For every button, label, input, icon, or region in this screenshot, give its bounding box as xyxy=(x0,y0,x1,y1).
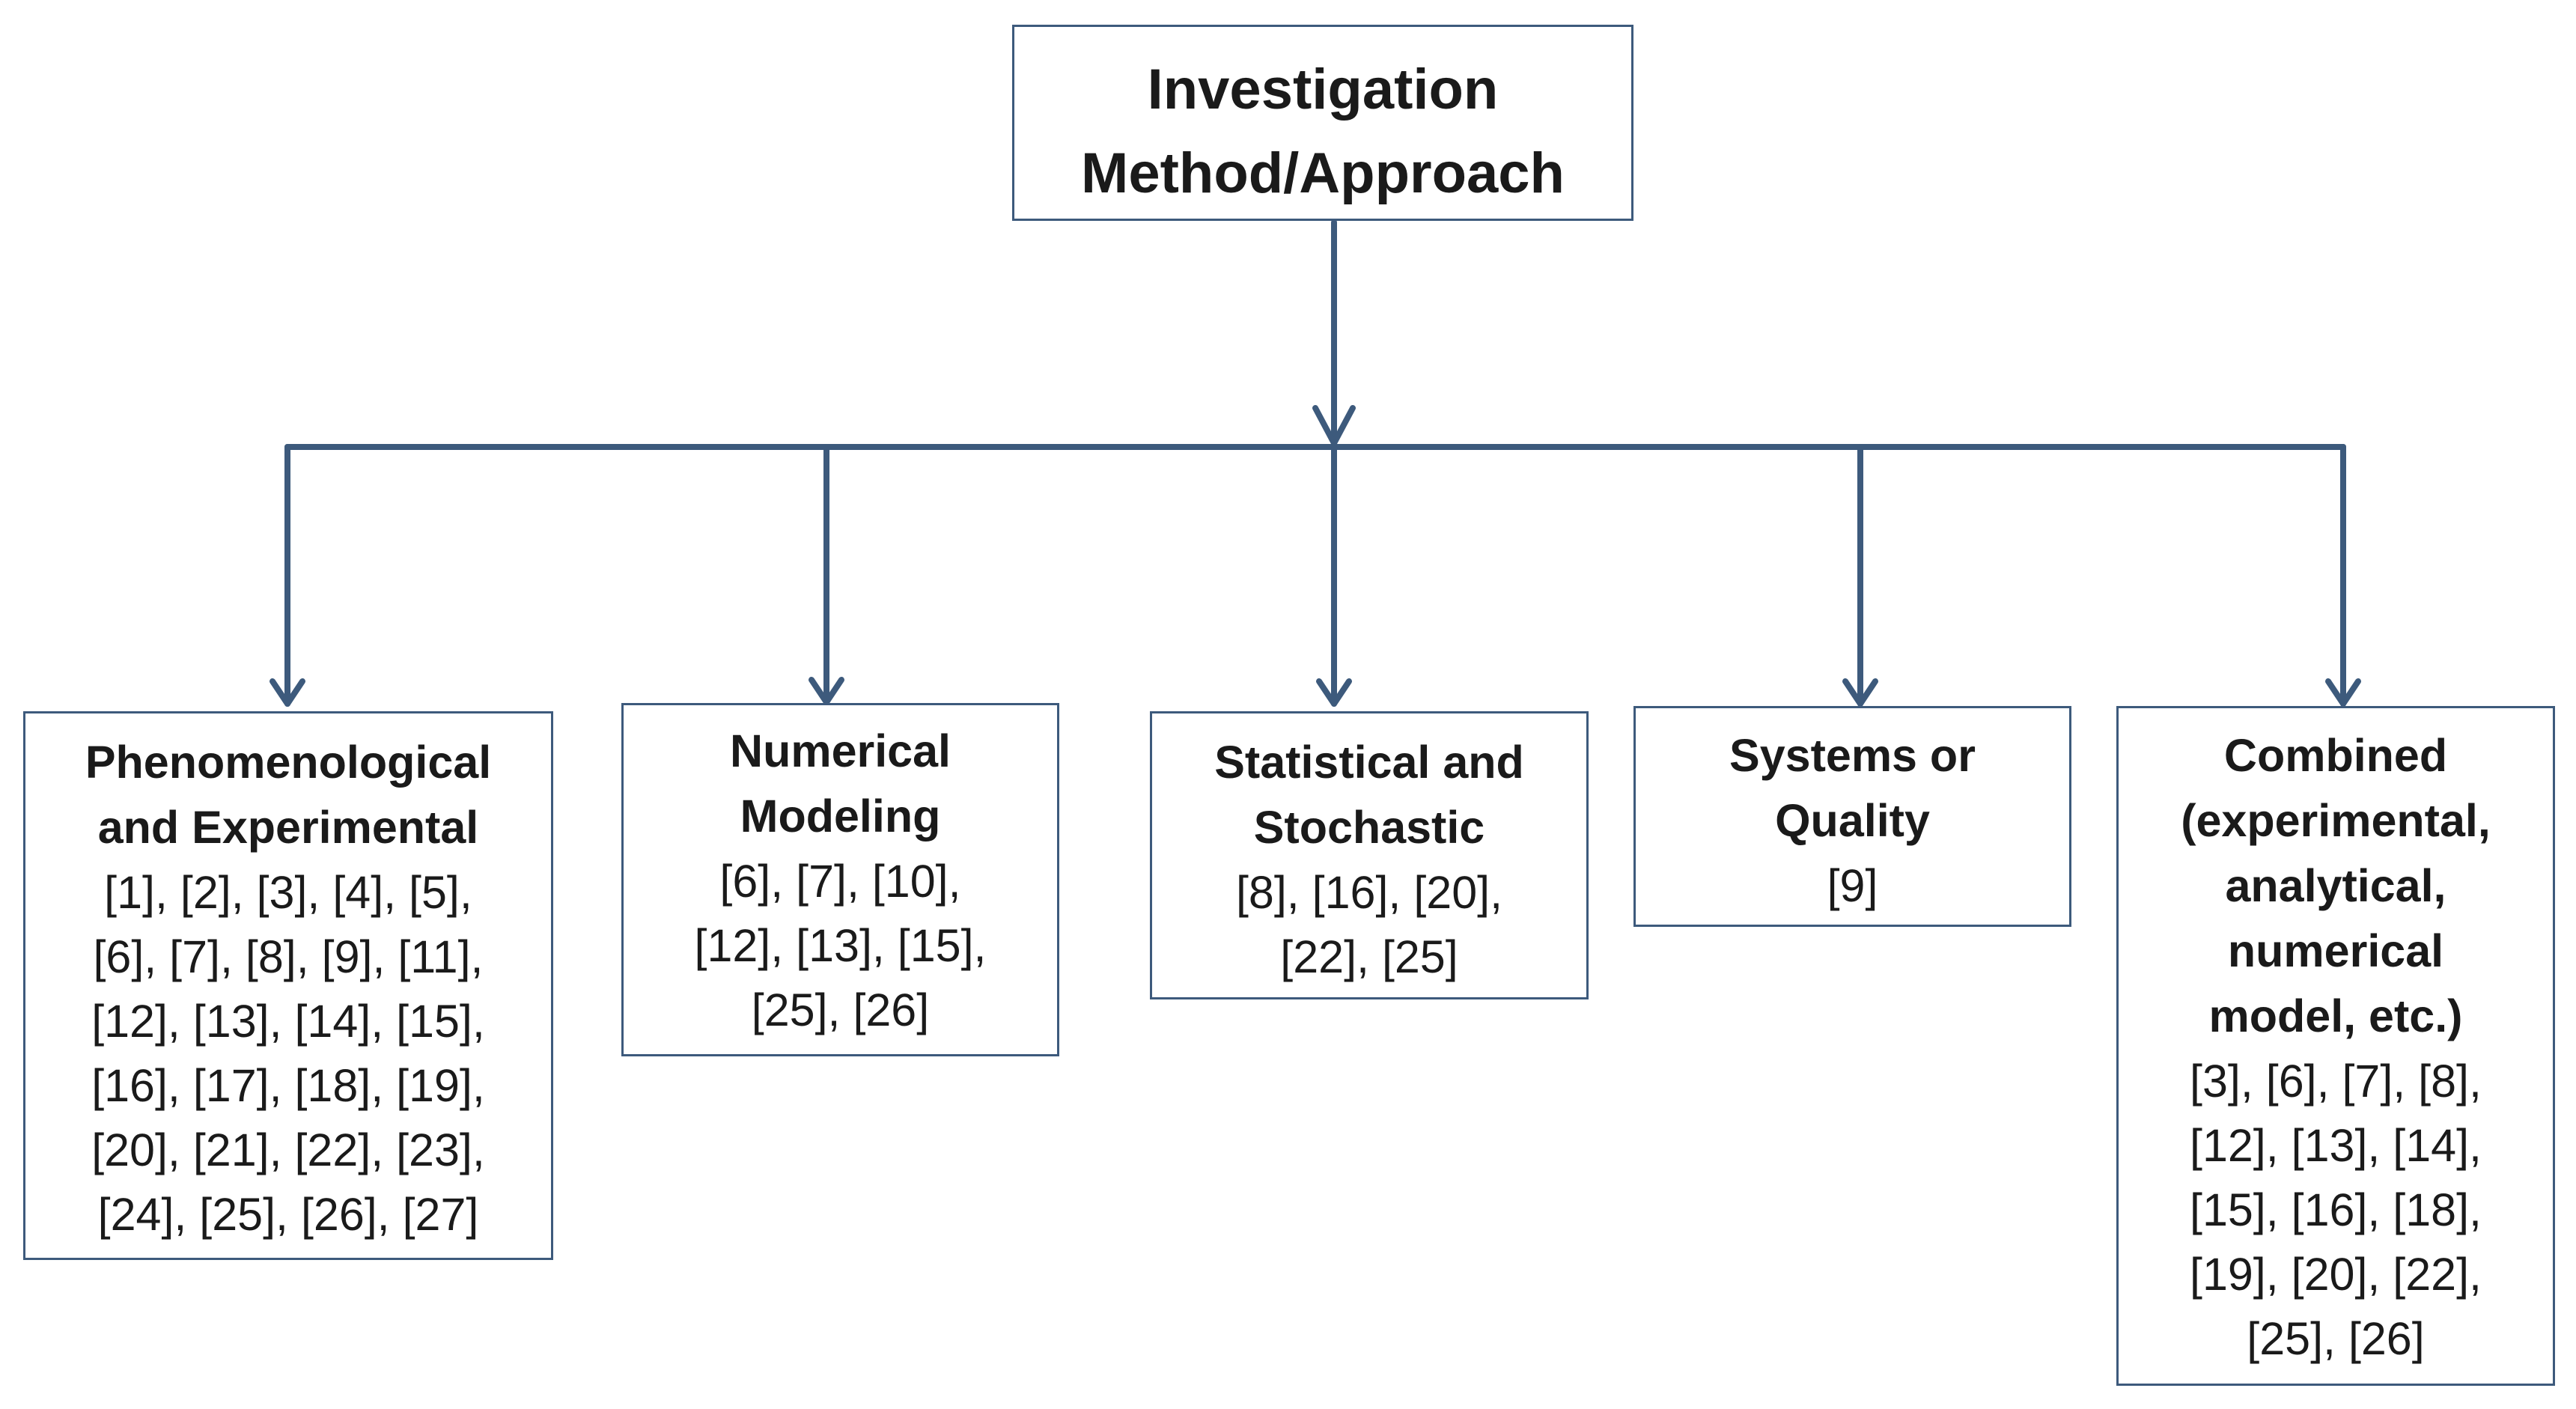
category-title: Combined xyxy=(2223,730,2448,781)
reference-list: [6], [7], [10], xyxy=(719,856,961,907)
reference-list: [25], [26] xyxy=(2247,1313,2425,1364)
branch-arrowhead-1 xyxy=(270,678,305,707)
category-numerical-modeling: Numerical Modeling [6], [7], [10], [12],… xyxy=(621,703,1059,1056)
reference-list: [9] xyxy=(1827,860,1878,911)
category-title: (experimental, xyxy=(2181,795,2491,846)
category-systems-quality: Systems or Quality [9] xyxy=(1633,706,2071,927)
category-combined: Combined (experimental, analytical, nume… xyxy=(2116,706,2555,1386)
category-title: Phenomenological xyxy=(85,737,492,788)
reference-list: [12], [13], [15], xyxy=(694,920,987,971)
category-title: Systems or xyxy=(1729,730,1976,781)
reference-list: [6], [7], [8], [9], [11], xyxy=(93,931,484,982)
category-phenomenological-experimental: Phenomenological and Experimental [1], [… xyxy=(23,711,553,1260)
branch-arrowhead-5 xyxy=(2325,678,2361,707)
category-title: Numerical xyxy=(730,725,951,776)
category-title: Stochastic xyxy=(1253,802,1485,853)
category-title: model, etc.) xyxy=(2208,990,2463,1041)
reference-list: [16], [17], [18], [19], xyxy=(91,1060,485,1111)
branch-arrowhead-3 xyxy=(1316,678,1352,707)
reference-list: [12], [13], [14], xyxy=(2190,1120,2482,1171)
reference-list: [22], [25] xyxy=(1280,931,1458,982)
reference-list: [15], [16], [18], xyxy=(2190,1184,2482,1235)
category-statistical-stochastic: Statistical and Stochastic [8], [16], [2… xyxy=(1150,711,1589,999)
category-title: Statistical and xyxy=(1214,737,1524,788)
reference-list: [19], [20], [22], xyxy=(2190,1249,2482,1300)
reference-list: [20], [21], [22], [23], xyxy=(91,1125,485,1175)
root-title-line-1: Investigation xyxy=(1147,58,1499,121)
category-title: analytical, xyxy=(2225,860,2446,911)
category-title: and Experimental xyxy=(97,802,479,853)
category-title: Modeling xyxy=(740,791,941,842)
branch-arrowhead-4 xyxy=(1842,678,1878,707)
reference-list: [1], [2], [3], [4], [5], xyxy=(104,867,472,918)
reference-list: [3], [6], [7], [8], xyxy=(2190,1056,2482,1107)
branch-arrowhead-2 xyxy=(809,677,844,705)
category-title: Quality xyxy=(1775,795,1930,846)
reference-list: [24], [25], [26], [27] xyxy=(97,1189,479,1240)
category-title: numerical xyxy=(2227,925,2444,976)
reference-list: [12], [13], [14], [15], xyxy=(91,996,485,1047)
trunk-arrowhead xyxy=(1312,405,1356,446)
root-node: Investigation Method/Approach xyxy=(1012,25,1633,221)
reference-list: [25], [26] xyxy=(751,985,930,1035)
reference-list: [8], [16], [20], xyxy=(1235,867,1503,918)
root-title-line-2: Method/Approach xyxy=(1081,141,1565,205)
